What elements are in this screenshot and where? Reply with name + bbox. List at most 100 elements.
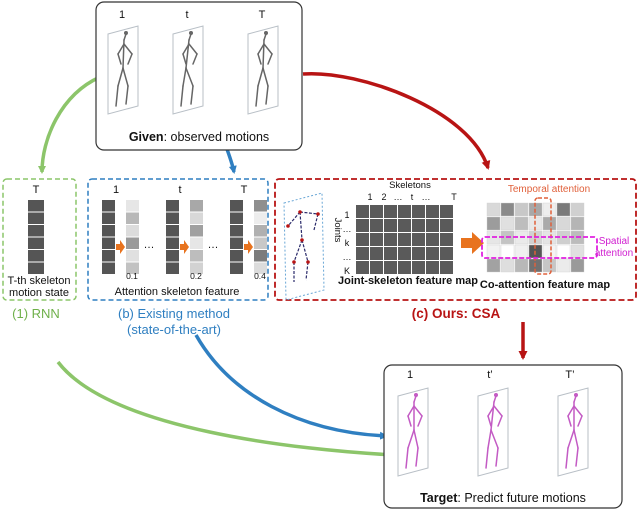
rnn-state-cell <box>28 200 44 212</box>
coattention-cell <box>556 202 571 217</box>
coattention-cell <box>500 258 515 273</box>
existing-attention-cell <box>254 225 267 237</box>
existing-weight-arrow <box>116 240 125 254</box>
csa-skeleton-joint <box>306 260 310 264</box>
feature-map-cell <box>440 247 453 260</box>
feature-map-cell <box>384 261 397 274</box>
existing-attention-cell <box>254 262 267 274</box>
coattention-cell <box>570 216 585 231</box>
skeleton-bone <box>257 67 264 87</box>
existing-attention-cell <box>190 250 203 262</box>
existing-feature-cell <box>102 200 115 212</box>
existing-feature-cell <box>166 225 179 237</box>
target-skeleton-frame <box>397 387 429 477</box>
existing-frame-label: T <box>241 184 248 196</box>
coattention-cell <box>556 244 571 259</box>
coattention-cell <box>556 258 571 273</box>
existing-attention-cell <box>254 250 267 262</box>
existing-feature-cell <box>102 212 115 224</box>
rnn-title: (1) RNN <box>12 306 60 321</box>
target-frame-label: 1 <box>407 369 413 381</box>
coattention-cell <box>514 258 529 273</box>
skeleton-head <box>124 31 128 35</box>
skeleton-bone <box>188 33 192 41</box>
rnn-desc-line2: motion state <box>9 287 69 299</box>
spatial-attention-line2: attention <box>595 248 633 259</box>
skeleton-bone <box>575 447 579 467</box>
skeleton-bone <box>497 415 503 427</box>
existing-weight-label: 0.1 <box>126 271 138 281</box>
skeleton-bone <box>182 67 187 87</box>
csa-skeleton-joint <box>298 210 302 214</box>
feature-map-cell <box>426 219 439 232</box>
skeleton-bone <box>417 415 423 427</box>
frame-plane <box>172 25 204 115</box>
skeleton-bone <box>263 43 273 55</box>
skeleton-bone <box>115 85 119 107</box>
skeleton-bone <box>487 405 495 417</box>
skeleton-bone <box>405 447 409 469</box>
csa-skeleton-joint <box>286 224 290 228</box>
temporal-attention-box <box>534 197 552 275</box>
existing-weight-label: 0.2 <box>190 271 202 281</box>
joint-tick: 1 <box>344 210 349 220</box>
skeleton-bone <box>565 447 569 469</box>
given-skeleton-frame <box>172 25 204 115</box>
existing-attention-cell <box>190 262 203 274</box>
temporal-attention-label: Temporal attention <box>508 184 590 195</box>
arrow-given-to-csa <box>302 72 491 170</box>
feature-map-cell <box>356 219 369 232</box>
joint-ticks: 1…k…K <box>343 210 352 276</box>
existing-feature-cell <box>230 225 243 237</box>
rnn-state-column <box>28 200 44 274</box>
csa-skeleton-joint <box>316 212 320 216</box>
feature-map-cell <box>370 233 383 246</box>
coattention-cell <box>500 244 515 259</box>
skeleton-bone <box>257 43 265 55</box>
skeleton-bone <box>117 67 124 87</box>
frame-plane <box>477 387 509 477</box>
given-frame-label: t <box>185 9 188 21</box>
skeleton-head <box>189 31 193 35</box>
skeleton-tick: t <box>411 192 414 202</box>
feature-map-cell <box>412 233 425 246</box>
joint-tick: … <box>343 252 352 262</box>
feature-map-cell <box>356 233 369 246</box>
rnn-state-cell <box>28 250 44 262</box>
skeleton-bone <box>192 53 198 65</box>
feature-map-cell <box>398 261 411 274</box>
existing-attention-cell <box>254 237 267 249</box>
feature-map-cell <box>384 247 397 260</box>
skeleton-bone <box>122 67 129 87</box>
skeleton-bone <box>573 405 583 417</box>
feature-map-cell <box>370 261 383 274</box>
coattention-cell <box>486 244 501 259</box>
feature-map-cell <box>426 205 439 218</box>
existing-feature-cell <box>102 225 115 237</box>
skeleton-bone <box>493 405 503 417</box>
feature-map-cell <box>384 219 397 232</box>
existing-desc: Attention skeleton feature <box>115 286 240 298</box>
skeleton-bone <box>487 429 492 449</box>
skeleton-bone <box>413 429 419 449</box>
skeleton-bone <box>190 85 194 105</box>
joint-skeleton-feature-map <box>356 205 453 274</box>
existing-title-line2: (state-of-the-art) <box>127 322 221 337</box>
feature-map-cell <box>384 205 397 218</box>
feature-map-cell <box>356 261 369 274</box>
feature-map-cell <box>440 261 453 274</box>
csa-input-skeleton <box>283 192 325 301</box>
skeleton-bone <box>257 53 262 65</box>
existing-weight-label: 0.4 <box>254 271 266 281</box>
skeleton-tick: T <box>451 192 457 202</box>
skeleton-tick: 1 <box>367 192 372 202</box>
skeleton-bone <box>185 67 194 87</box>
target-skeleton-frame <box>557 387 589 477</box>
given-frame-label: 1 <box>119 9 125 21</box>
csa-title: (c) Ours: CSA <box>412 306 501 321</box>
arrow-given-to-rnn <box>38 75 101 174</box>
